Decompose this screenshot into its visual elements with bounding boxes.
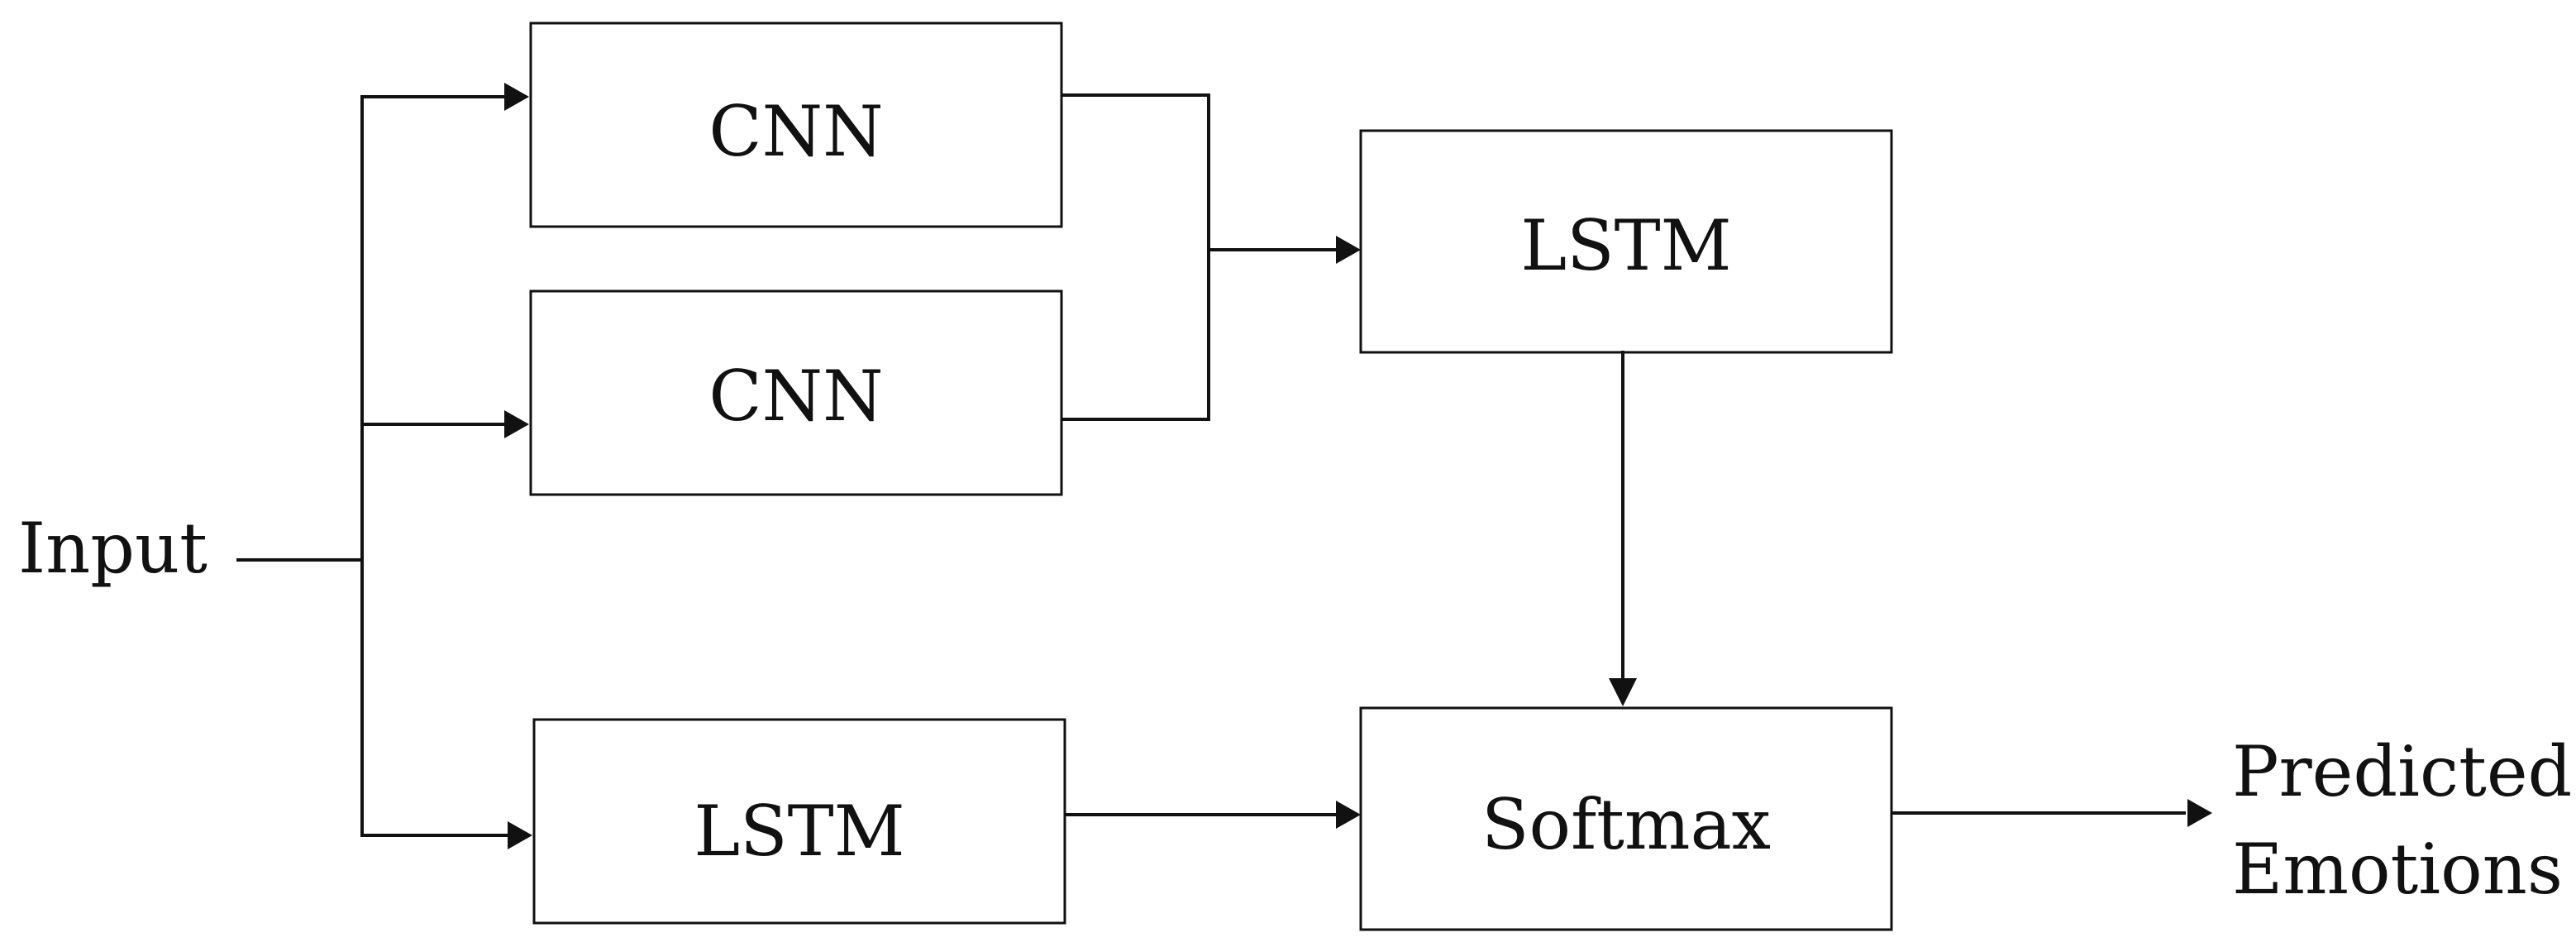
cnn-top-box: CNN — [529, 22, 1063, 228]
arrow-to-softmax-top — [1609, 678, 1637, 706]
arrow-to-lstm-right — [1336, 236, 1361, 264]
output-label-line1: Predicted — [2232, 731, 2572, 812]
softmax-label: Softmax — [1481, 784, 1771, 865]
arrow-to-cnn-bottom — [504, 410, 529, 438]
lstm-right-label: LSTM — [1520, 205, 1731, 286]
softmax-box: Softmax — [1359, 706, 1893, 931]
cnn-bottom-label: CNN — [708, 356, 883, 437]
cnn-bottom-box: CNN — [529, 289, 1063, 496]
lstm-right-box: LSTM — [1359, 129, 1893, 354]
input-label: Input — [18, 508, 208, 589]
arrow-to-lstm-bottom — [508, 821, 532, 849]
output-label-line2: Emotions — [2232, 829, 2563, 910]
arrow-to-softmax-left — [1336, 801, 1361, 829]
arrow-to-output — [2187, 799, 2212, 827]
cnn-top-label: CNN — [708, 91, 883, 172]
lstm-bottom-box: LSTM — [532, 718, 1066, 925]
lstm-bottom-label: LSTM — [694, 791, 904, 872]
arrow-to-cnn-top — [504, 83, 529, 111]
